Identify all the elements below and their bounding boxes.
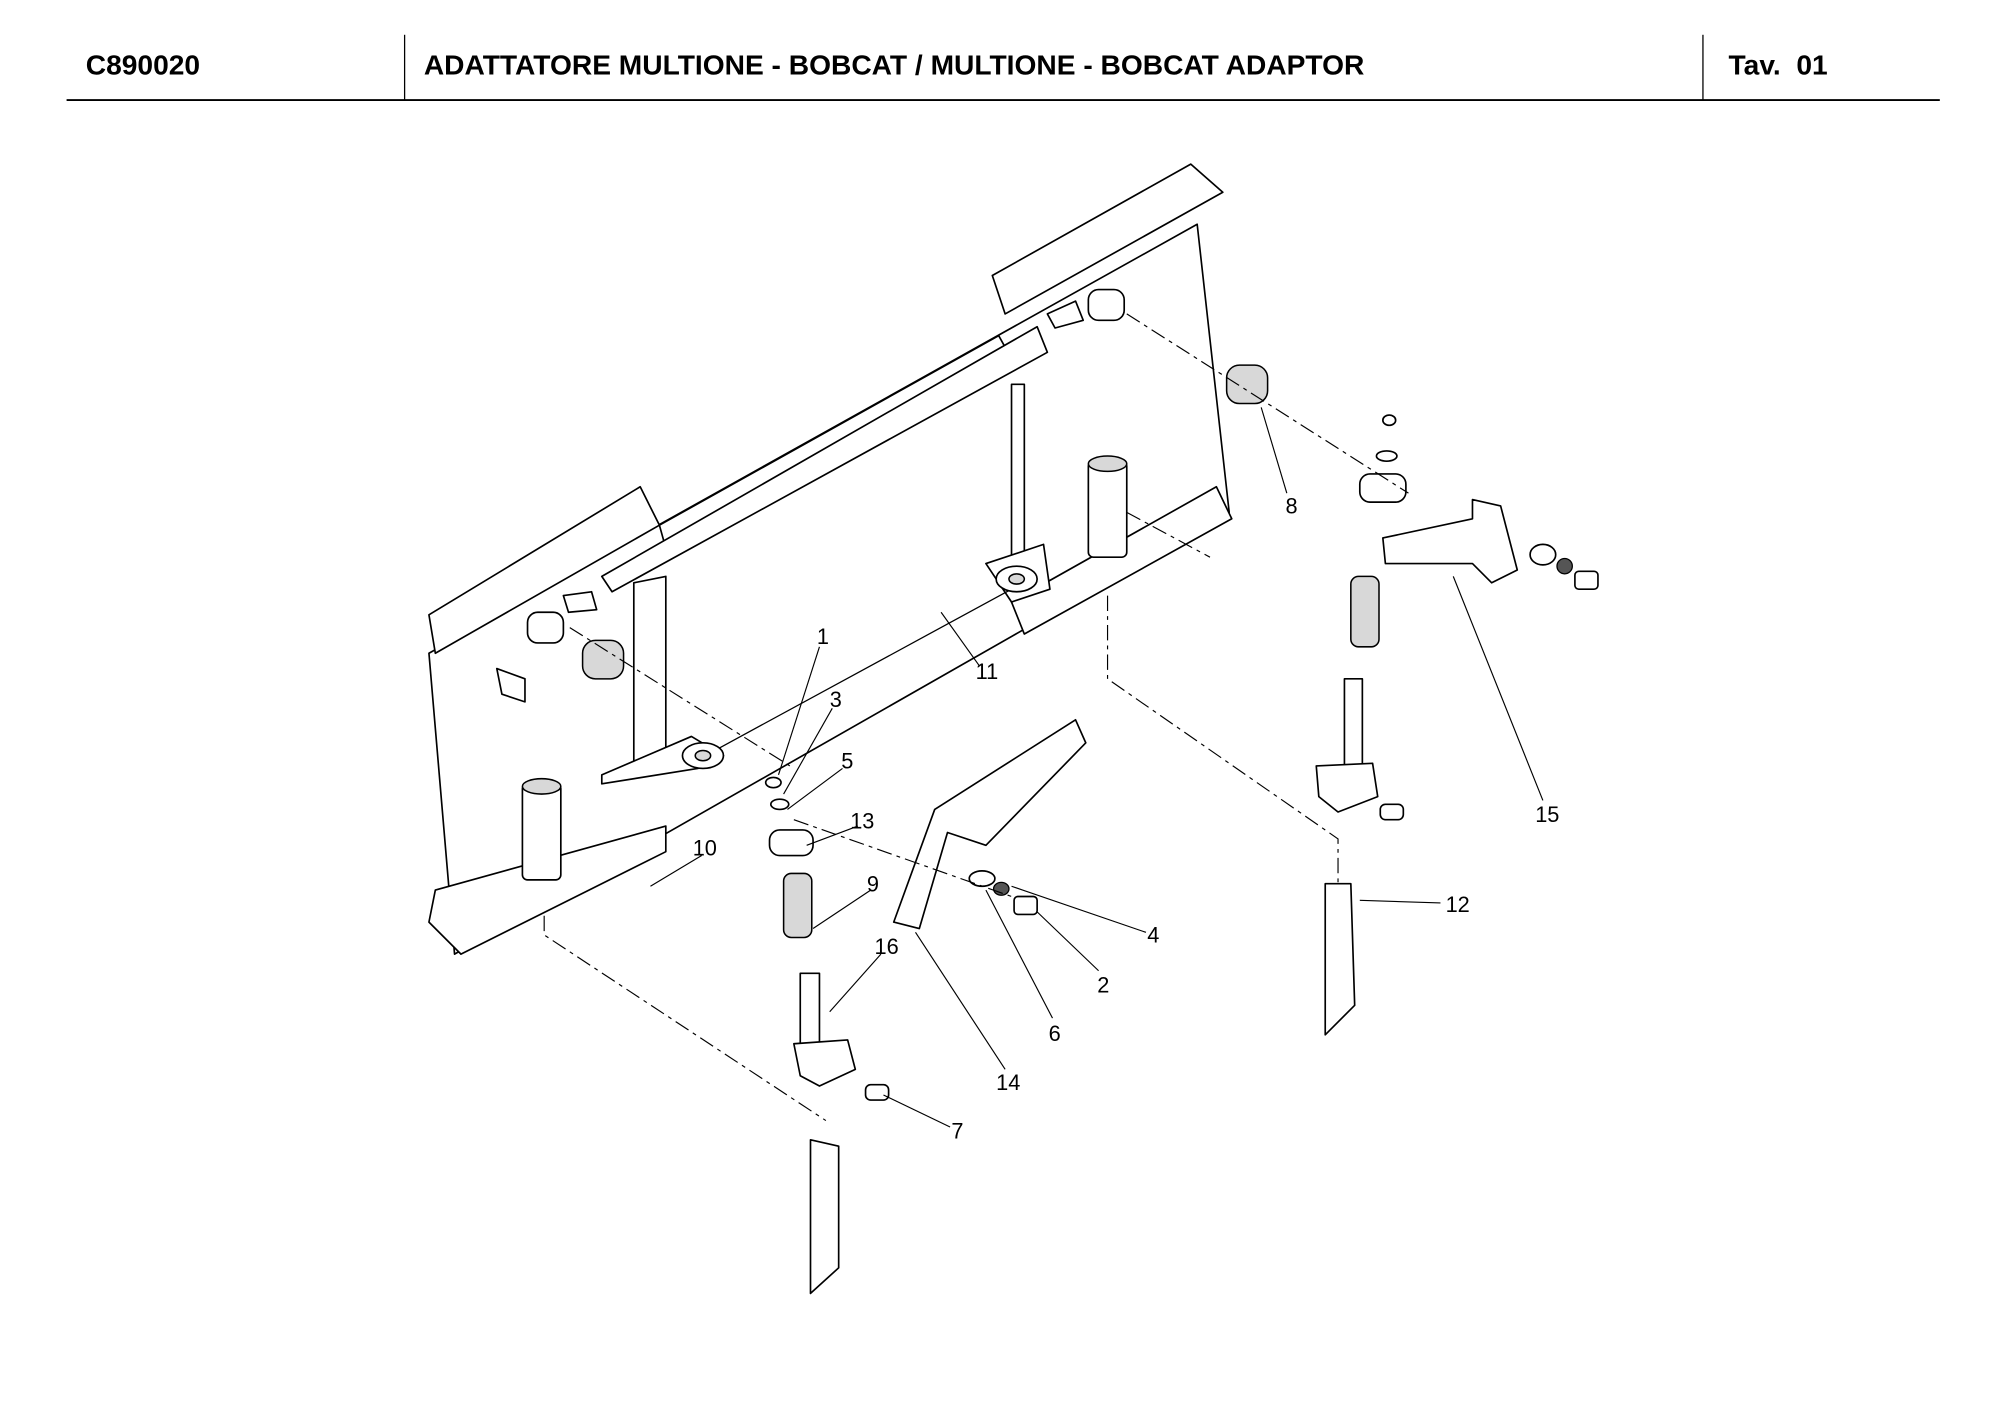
table-number: Tav. 01 (1729, 49, 1828, 80)
callout-6: 6 (1049, 1021, 1061, 1046)
latch-rod (1343, 677, 1364, 770)
leader-lines (650, 407, 1544, 1128)
title-block: C890020 ADATTATORE MULTIONE - BOBCAT / M… (66, 34, 1940, 102)
callouts: 1 2 3 4 5 6 7 8 9 10 11 12 13 14 15 16 (693, 494, 1560, 1144)
callout-9: 9 (867, 871, 879, 896)
callout-12: 12 (1446, 892, 1470, 917)
top-flange-right (991, 163, 1224, 315)
bottom-lip-right (1010, 485, 1233, 635)
callout-14: 14 (996, 1070, 1020, 1095)
latch-pin (809, 1138, 840, 1295)
callout-8: 8 (1286, 494, 1298, 519)
latch-fork (793, 1039, 857, 1087)
wedge-stop (562, 590, 598, 614)
callout-4: 4 (1147, 923, 1159, 948)
bushing (526, 611, 565, 644)
spring (782, 872, 813, 939)
left-latch (764, 718, 1087, 1295)
bottom-lip-left (428, 825, 667, 955)
callout-1: 1 (817, 624, 829, 649)
lever (1382, 498, 1519, 584)
callout-10: 10 (693, 836, 717, 861)
wedge-stop (1046, 300, 1085, 329)
latch-pin (1324, 882, 1356, 1036)
vertical-rib-right (1010, 383, 1026, 565)
spring (1225, 364, 1269, 405)
pin (864, 1083, 890, 1101)
wedge-stop (495, 667, 526, 703)
lever (892, 718, 1087, 930)
callout-13: 13 (850, 809, 874, 834)
callout-15: 15 (1535, 802, 1559, 827)
cross-bar (600, 325, 1049, 593)
pin-sleeve-left (521, 782, 562, 881)
springs (581, 364, 1380, 939)
spring (1350, 575, 1380, 648)
callout-11: 11 (976, 659, 999, 684)
adaptor-plate (428, 163, 1233, 955)
callout-2: 2 (1097, 973, 1109, 998)
vertical-rib (632, 575, 667, 770)
callout-7: 7 (951, 1118, 963, 1143)
pin (1379, 803, 1405, 821)
drawing-title: ADATTATORE MULTIONE - BOBCAT / MULTIONE … (424, 49, 1365, 80)
drawing-code: C890020 (86, 49, 200, 80)
collar (1358, 473, 1407, 503)
bushing (1087, 288, 1126, 322)
pin-sleeve-right (1087, 460, 1128, 559)
latch-rod (799, 972, 821, 1051)
callout-5: 5 (841, 748, 853, 773)
right-latch (1315, 414, 1599, 1036)
callout-3: 3 (830, 687, 842, 712)
latch-fork (1315, 762, 1379, 813)
spring (581, 639, 625, 680)
callout-16: 16 (875, 934, 899, 959)
collar (768, 829, 814, 857)
assembly-lines (543, 313, 1409, 1122)
